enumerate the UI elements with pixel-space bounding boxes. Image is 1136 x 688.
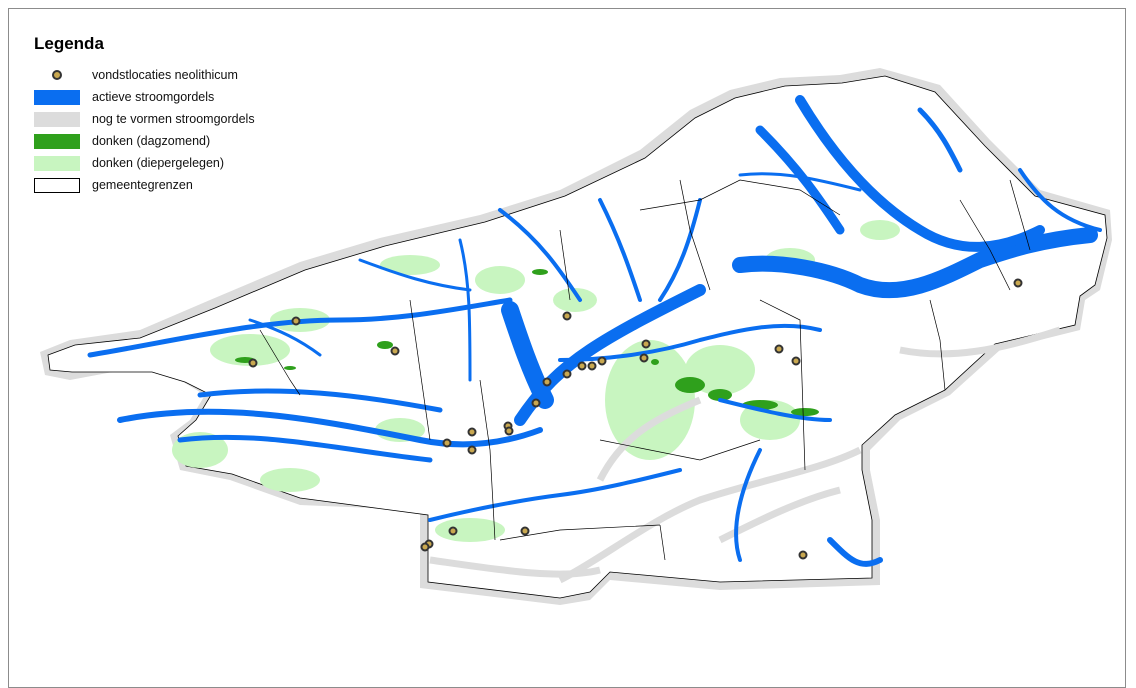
legend-item: gemeentegrenzen	[34, 174, 255, 196]
find-site	[798, 550, 808, 560]
legend-swatch	[34, 177, 80, 193]
find-site	[291, 316, 301, 326]
find-site	[420, 542, 430, 552]
find-site	[562, 311, 572, 321]
find-site	[774, 344, 784, 354]
legend-item: donken (dagzomend)	[34, 130, 255, 152]
legend-title: Legenda	[34, 34, 104, 53]
legend-label: donken (dagzomend)	[92, 134, 211, 148]
find-site	[639, 353, 649, 363]
future-belt-channels	[429, 326, 1062, 584]
legend-label: actieve stroomgordels	[92, 90, 215, 104]
find-site	[641, 339, 651, 349]
legend-swatch	[34, 68, 80, 83]
donken-dagzomend	[235, 269, 819, 416]
find-site	[791, 356, 801, 366]
find-site-symbol	[52, 70, 62, 80]
actieve-stroomgordels	[87, 95, 1102, 567]
find-site	[520, 526, 530, 536]
legend-label: vondstlocaties neolithicum	[92, 68, 238, 82]
legend-label: gemeentegrenzen	[92, 178, 193, 192]
find-site	[448, 526, 458, 536]
legend: Legenda vondstlocaties neolithicum actiev…	[34, 34, 255, 196]
legend-label: donken (diepergelegen)	[92, 156, 225, 170]
gemeentegrenzen	[259, 179, 1031, 561]
find-site	[442, 438, 452, 448]
legend-item: vondstlocaties neolithicum	[34, 64, 255, 86]
find-site	[597, 356, 607, 366]
find-site	[467, 427, 477, 437]
find-site	[542, 377, 552, 387]
legend-label: nog te vormen stroomgordels	[92, 112, 255, 126]
find-site	[390, 346, 400, 356]
find-site	[577, 361, 587, 371]
legend-item: nog te vormen stroomgordels	[34, 108, 255, 130]
legend-items: vondstlocaties neolithicum actieve stroom…	[34, 64, 255, 196]
legend-swatch	[34, 155, 80, 171]
legend-swatch	[34, 89, 80, 105]
legend-swatch	[34, 133, 80, 149]
find-site	[1013, 278, 1023, 288]
find-site	[504, 426, 514, 436]
find-site	[467, 445, 477, 455]
legend-item: donken (diepergelegen)	[34, 152, 255, 174]
find-site	[531, 398, 541, 408]
find-site	[248, 358, 258, 368]
vondstlocaties-neolithicum	[248, 278, 1023, 560]
legend-swatch	[34, 111, 80, 127]
legend-item: actieve stroomgordels	[34, 86, 255, 108]
find-site	[587, 361, 597, 371]
find-site	[562, 369, 572, 379]
